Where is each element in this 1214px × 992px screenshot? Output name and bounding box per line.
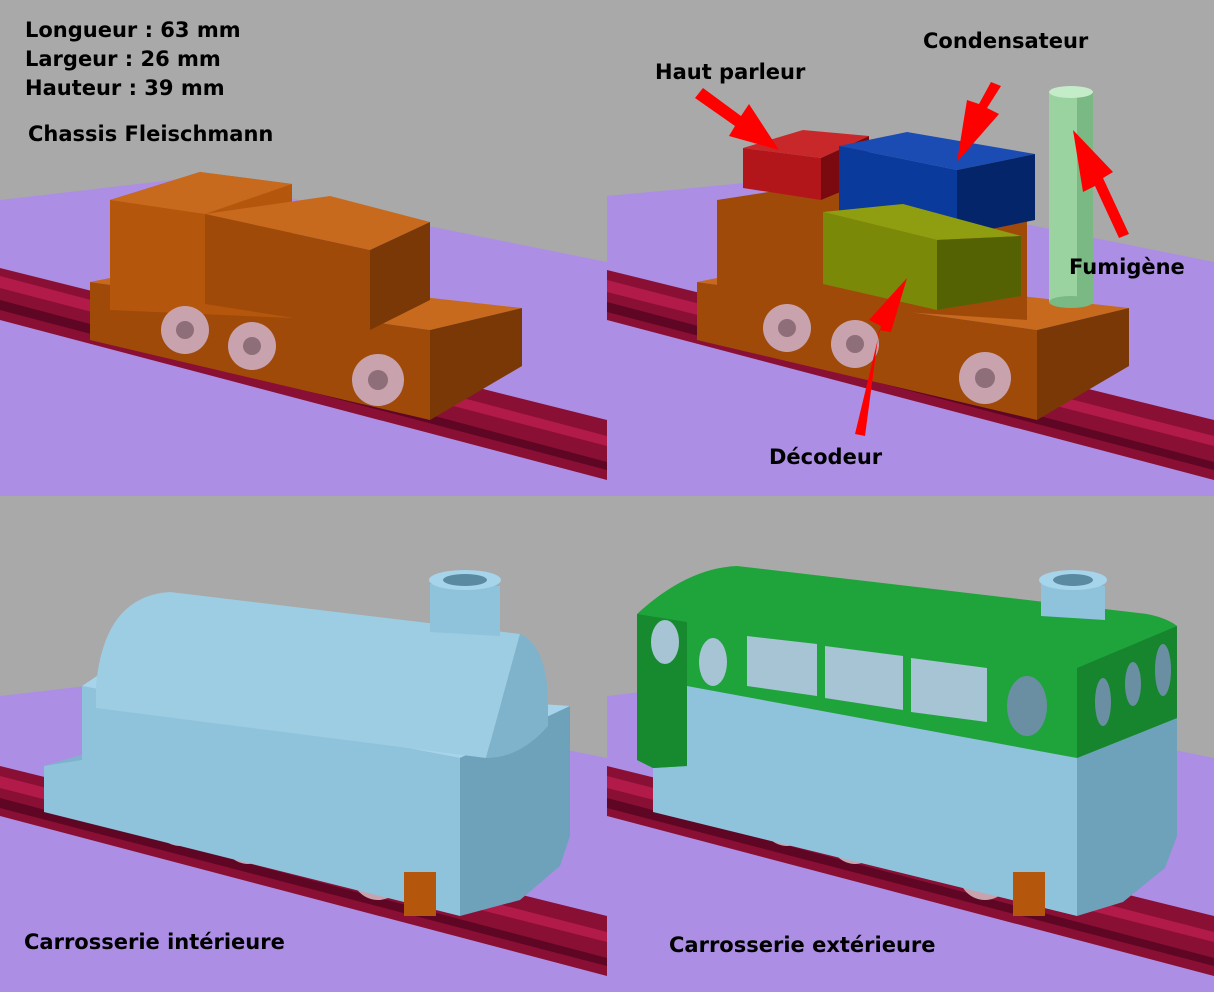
inner-body-shell (44, 570, 570, 916)
decoder-box (823, 204, 1021, 310)
dimension-width: Largeur : 26 mm (25, 47, 221, 71)
label-speaker: Haut parleur (655, 60, 806, 84)
arrow-smoke (1073, 130, 1129, 238)
panel-outer-body: Carrosserie extérieure (607, 496, 1214, 992)
outer-body-caption: Carrosserie extérieure (669, 933, 936, 957)
arrow-capacitor (957, 82, 1001, 162)
inner-body-render (0, 496, 607, 992)
arrows (695, 82, 1129, 436)
dimension-length: Longueur : 63 mm (25, 18, 241, 42)
panel-components: Haut parleur Condensateur Fumigène Décod… (607, 0, 1214, 496)
arrow-speaker (695, 88, 779, 150)
label-smoke: Fumigène (1069, 255, 1185, 279)
outer-body-shell (653, 686, 1177, 916)
label-capacitor: Condensateur (923, 29, 1089, 53)
label-decoder: Décodeur (769, 445, 883, 469)
wheels (161, 306, 404, 406)
green-roof (637, 566, 1177, 768)
chassis-caption: Chassis Fleischmann (28, 122, 274, 146)
components-render (607, 0, 1214, 496)
inner-body-caption: Carrosserie intérieure (24, 930, 285, 954)
chassis-render (0, 0, 607, 496)
panel-chassis: Longueur : 63 mm Largeur : 26 mm Hauteur… (0, 0, 607, 496)
arrow-decoder (855, 278, 907, 436)
wheels (763, 304, 1011, 404)
dimension-height: Hauteur : 39 mm (25, 76, 225, 100)
smoke-generator (1049, 86, 1093, 308)
panel-inner-body: Carrosserie intérieure (0, 496, 607, 992)
outer-body-render (607, 496, 1214, 992)
